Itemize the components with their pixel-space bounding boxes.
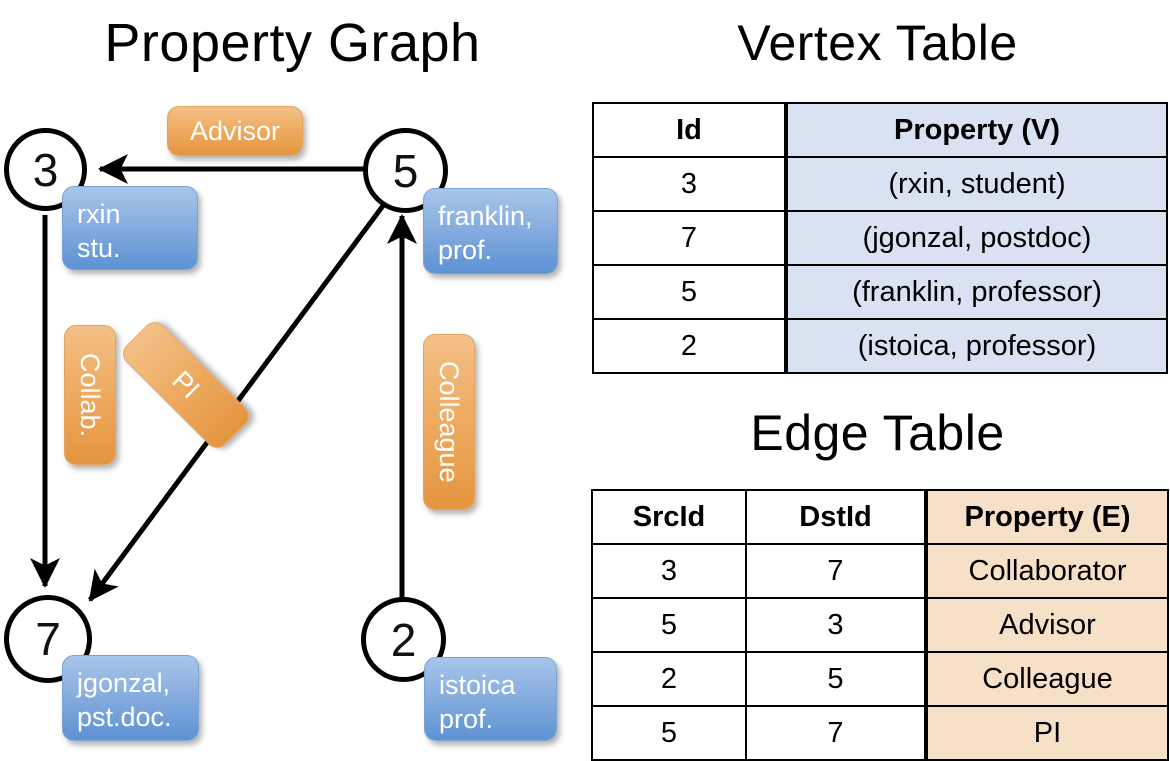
graph-node-7-label: 7 — [35, 613, 61, 665]
graph-node-5[interactable]: 5 — [363, 128, 448, 213]
graph-node-2[interactable]: 2 — [361, 597, 446, 682]
page-title-property-graph: Property Graph — [104, 13, 481, 73]
edge-table: SrcId DstId Property (E) 3 7 Collaborato… — [591, 489, 1169, 761]
edge-cell-dstid: 3 — [745, 597, 927, 653]
page-title-vertex-table: Vertex Table — [737, 15, 1018, 71]
table-row[interactable]: 3 7 Collaborator — [591, 543, 1169, 599]
table-row[interactable]: 2 (istoica, professor) — [592, 318, 1168, 374]
edge-label-collaborator: Collab. — [75, 352, 105, 438]
vertex-cell-id: 3 — [592, 156, 787, 212]
property-graph-diagram: 3 5 7 2 rxin stu. franklin, prof. jgonza… — [0, 0, 585, 760]
vertex-property-franklin-line2: prof. — [438, 235, 493, 265]
edge-cell-srcid: 2 — [591, 651, 747, 707]
vertex-property-jgonzal-line1: jgonzal, — [77, 668, 171, 698]
edge-cell-dstid: 5 — [745, 651, 927, 707]
vertex-cell-property: (franklin, professor) — [784, 264, 1168, 320]
vertex-cell-property: (rxin, student) — [784, 156, 1168, 212]
edge-label-colleague: Colleague — [434, 361, 464, 483]
edge-cell-srcid: 5 — [591, 705, 747, 761]
table-row[interactable]: 5 3 Advisor — [591, 597, 1169, 653]
table-row[interactable]: 5 7 PI — [591, 705, 1169, 761]
vertex-cell-id: 5 — [592, 264, 787, 320]
vertex-property-istoica-line2: prof. — [439, 704, 494, 734]
edge-cell-property: Advisor — [924, 597, 1169, 653]
table-row[interactable]: 3 (rxin, student) — [592, 156, 1168, 212]
vertex-cell-id: 7 — [592, 210, 787, 266]
vertex-property-rxin-line2: stu. — [77, 233, 121, 263]
table-row[interactable]: 5 (franklin, professor) — [592, 264, 1168, 320]
vertex-property-jgonzal-line2: pst.doc. — [77, 702, 172, 732]
edge-label-box-colleague[interactable]: Colleague — [423, 334, 475, 510]
edge-cell-dstid: 7 — [745, 705, 927, 761]
edge-table-header-dstid: DstId — [745, 489, 927, 545]
vertex-property-box-jgonzal[interactable]: jgonzal, pst.doc. — [62, 655, 199, 741]
graph-node-5-label: 5 — [392, 144, 419, 197]
edge-cell-srcid: 5 — [591, 597, 747, 653]
vertex-property-box-franklin[interactable]: franklin, prof. — [423, 188, 558, 274]
vertex-property-franklin-line1: franklin, — [438, 201, 533, 231]
graph-node-2-label: 2 — [390, 613, 417, 666]
edge-label-box-collaborator[interactable]: Collab. — [64, 325, 116, 465]
edge-cell-property: Collaborator — [924, 543, 1169, 599]
table-row[interactable]: 2 5 Colleague — [591, 651, 1169, 707]
edge-label-advisor: Advisor — [189, 116, 281, 146]
table-row[interactable]: 7 (jgonzal, postdoc) — [592, 210, 1168, 266]
vertex-property-box-rxin[interactable]: rxin stu. — [62, 186, 198, 270]
edge-cell-srcid: 3 — [591, 543, 747, 599]
vertex-cell-property: (jgonzal, postdoc) — [784, 210, 1168, 266]
edge-cell-property: PI — [924, 705, 1169, 761]
edge-label-pi: PI — [166, 365, 206, 405]
edge-table-header-row: SrcId DstId Property (E) — [591, 489, 1169, 545]
edge-label-box-advisor[interactable]: Advisor — [167, 106, 303, 156]
vertex-table-header-row: Id Property (V) — [592, 102, 1168, 158]
graph-node-3-label: 3 — [32, 143, 59, 196]
vertex-table-header-property: Property (V) — [784, 102, 1168, 158]
vertex-cell-id: 2 — [592, 318, 787, 374]
edge-cell-dstid: 7 — [745, 543, 927, 599]
edge-table-header-srcid: SrcId — [591, 489, 747, 545]
vertex-table-header-id: Id — [592, 102, 787, 158]
vertex-table: Id Property (V) 3 (rxin, student) 7 (jgo… — [592, 102, 1168, 374]
vertex-property-istoica-line1: istoica — [439, 670, 516, 700]
vertex-cell-property: (istoica, professor) — [784, 318, 1168, 374]
edge-table-header-property: Property (E) — [924, 489, 1169, 545]
page-title-edge-table: Edge Table — [750, 405, 1005, 461]
edge-cell-property: Colleague — [924, 651, 1169, 707]
vertex-property-box-istoica[interactable]: istoica prof. — [424, 657, 557, 741]
vertex-property-rxin-line1: rxin — [77, 199, 121, 229]
